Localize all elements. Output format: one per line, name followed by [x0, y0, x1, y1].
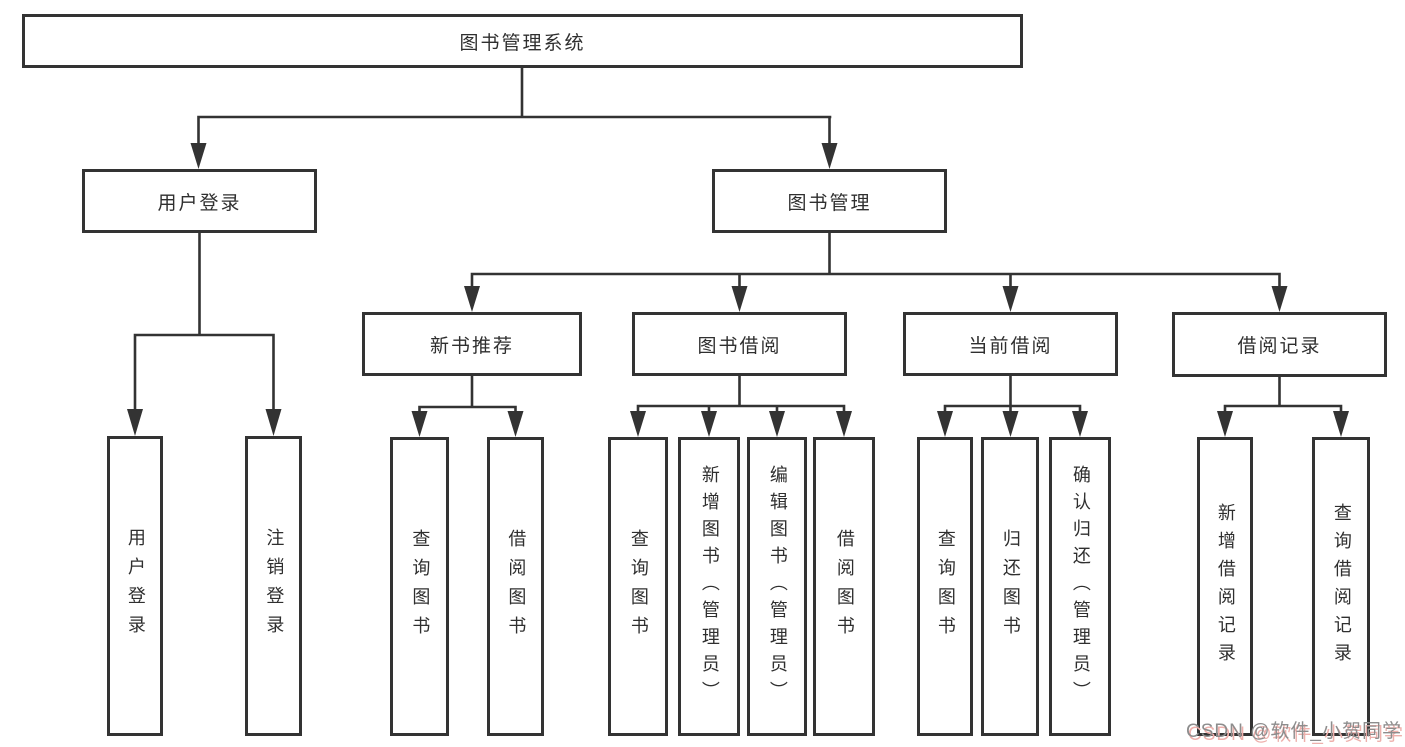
- node-label: 查询图书: [410, 528, 431, 645]
- arrowhead: [411, 411, 524, 437]
- node-label: 用户登录: [157, 192, 242, 214]
- node-library-management-system: 图书管理系统: [22, 14, 1023, 68]
- node-label: 编辑图书（管理员）: [767, 465, 788, 708]
- leaf-add-borrow-record: 新增借阅记录: [1197, 437, 1253, 736]
- arrowhead: [1217, 411, 1349, 437]
- node-user-login: 用户登录: [82, 169, 317, 233]
- node-label: 确认归还（管理员）: [1070, 465, 1091, 708]
- node-label: 当前借阅: [968, 335, 1053, 357]
- node-label: 新增借阅记录: [1215, 502, 1236, 671]
- leaf-borrow-books: 借阅图书: [813, 437, 875, 736]
- leaf-return-book: 归还图书: [981, 437, 1039, 736]
- node-label: 图书借阅: [697, 335, 782, 357]
- arrowhead: [127, 409, 282, 436]
- leaf-query-books-recommend: 查询图书: [390, 437, 449, 736]
- node-label: 新增图书（管理员）: [699, 465, 720, 708]
- arrowhead: [937, 411, 1088, 437]
- node-book-borrowing: 图书借阅: [632, 312, 847, 376]
- node-label: 查询图书: [935, 528, 956, 645]
- leaf-query-books-current: 查询图书: [917, 437, 973, 736]
- node-label: 借阅图书: [834, 528, 855, 645]
- leaf-logout: 注销登录: [245, 436, 302, 736]
- csdn-watermark: CSDN @软件_小贺同学: [1186, 721, 1402, 742]
- leaf-edit-book-admin: 编辑图书（管理员）: [747, 437, 807, 736]
- leaf-add-book-admin: 新增图书（管理员）: [678, 437, 740, 736]
- node-label: 新书推荐: [429, 335, 514, 357]
- node-label: 图书管理: [787, 192, 872, 214]
- arrowhead: [190, 143, 838, 169]
- node-borrowing-records: 借阅记录: [1172, 312, 1387, 377]
- node-new-book-recommendation: 新书推荐: [362, 312, 582, 376]
- connector-userlogin-to-leaves: [133, 231, 275, 416]
- node-label: 查询图书: [628, 528, 649, 645]
- leaf-borrow-books-recommend: 借阅图书: [487, 437, 544, 736]
- leaf-query-borrow-record: 查询借阅记录: [1312, 437, 1370, 736]
- node-book-management: 图书管理: [712, 169, 947, 233]
- leaf-user-login: 用户登录: [107, 436, 163, 736]
- node-label: 归还图书: [1000, 528, 1021, 645]
- node-label: 借阅图书: [506, 528, 527, 645]
- arrowhead: [630, 411, 852, 437]
- leaf-confirm-return-admin: 确认归还（管理员）: [1049, 437, 1111, 736]
- arrowhead: [464, 286, 1288, 312]
- connector-bookborrow-to-leaves: [636, 374, 846, 416]
- connector-borrowrecords-to-leaves: [1223, 375, 1343, 416]
- leaf-query-books-borrow: 查询图书: [608, 437, 668, 736]
- node-label: 图书管理系统: [459, 32, 586, 54]
- connector-newbooks-to-leaves: [418, 374, 517, 417]
- node-current-borrowing: 当前借阅: [903, 312, 1118, 376]
- connector-currentborrow-to-leaves: [943, 374, 1082, 416]
- node-label: 借阅记录: [1237, 336, 1322, 357]
- node-label: 查询借阅记录: [1331, 502, 1352, 671]
- node-label: 用户登录: [125, 528, 146, 644]
- node-label: 注销登录: [264, 528, 285, 644]
- connector-bookmgmt-to-level3: [470, 231, 1281, 292]
- connector-root-to-level2: [197, 66, 832, 149]
